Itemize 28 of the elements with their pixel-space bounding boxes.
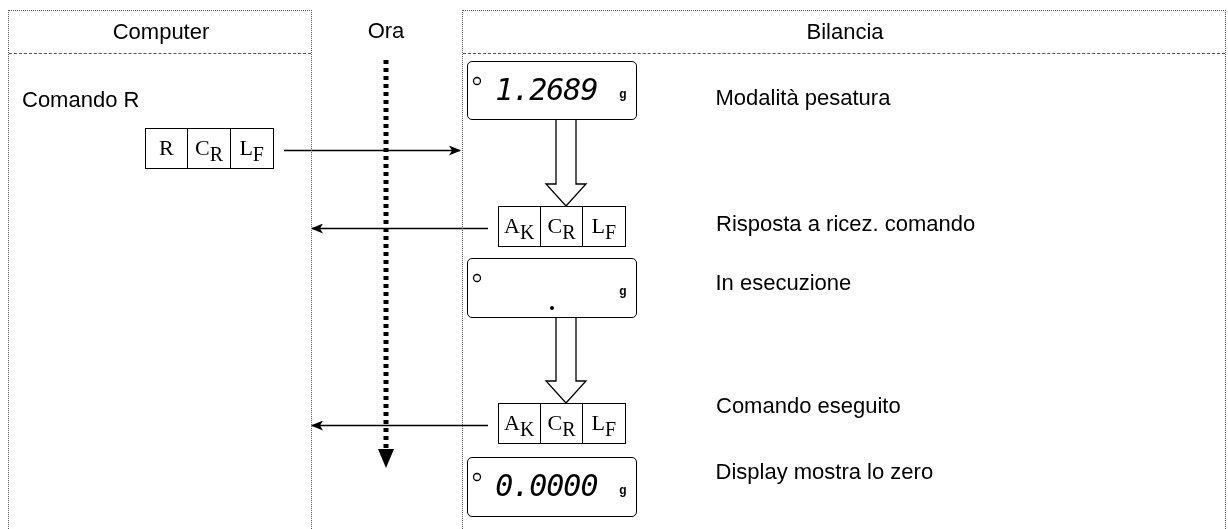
computer-lane bbox=[8, 10, 312, 529]
step-description: Display mostra lo zero bbox=[715, 458, 934, 485]
data-frame bbox=[144, 127, 274, 169]
column-header: Bilancia bbox=[806, 19, 884, 45]
frame-character: R bbox=[145, 128, 189, 168]
time-axis-label: Ora bbox=[367, 18, 405, 44]
hollow-arrow bbox=[544, 317, 588, 404]
unit-symbol: g bbox=[619, 482, 627, 497]
balance-lane bbox=[462, 10, 1226, 529]
step-description: Risposta a ricez. comando bbox=[716, 211, 976, 237]
arrow bbox=[311, 420, 489, 431]
step-description: Comando eseguito bbox=[716, 393, 901, 419]
unit-symbol: g bbox=[619, 283, 627, 298]
step-description: Modalità pesatura bbox=[715, 84, 891, 111]
balance-display bbox=[466, 60, 637, 120]
arrow bbox=[283, 145, 461, 156]
balance-display bbox=[466, 257, 637, 318]
step-description: In esecuzione bbox=[715, 269, 852, 296]
command-label: Comando R bbox=[22, 87, 140, 113]
data-frame bbox=[497, 205, 626, 247]
unit-symbol: g bbox=[619, 86, 627, 101]
hollow-arrow bbox=[544, 119, 588, 207]
balance-display bbox=[466, 456, 637, 517]
data-frame bbox=[497, 402, 626, 444]
display-reading: 1.2689 bbox=[495, 70, 598, 109]
column-header: Computer bbox=[112, 19, 210, 45]
arrow bbox=[311, 223, 489, 234]
display-reading: 0.0000 bbox=[495, 466, 598, 505]
